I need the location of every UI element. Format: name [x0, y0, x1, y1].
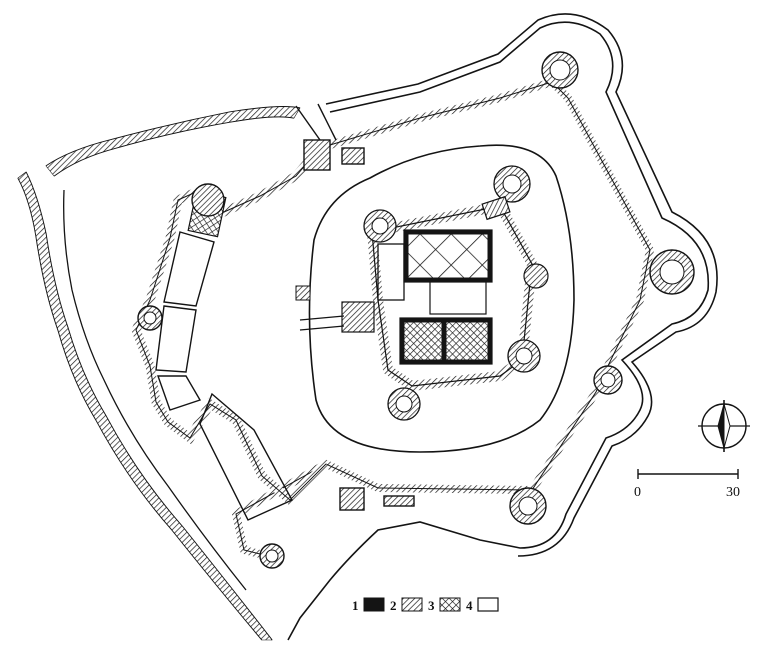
scale-end-label: 30 — [726, 485, 740, 500]
outer-towers — [137, 51, 695, 569]
legend-swatch-single-hatch — [401, 597, 423, 612]
north-arrow-icon — [698, 400, 750, 452]
legend-number-1: 1 — [352, 598, 359, 613]
inner-castle — [295, 165, 549, 421]
west-curtain-outline — [135, 147, 327, 501]
west-scarp-hatching — [17, 171, 273, 641]
scale-bar: 0 30 — [634, 469, 740, 500]
west-scarp — [17, 106, 301, 641]
legend: 1 2 3 4 — [352, 597, 499, 613]
great-hall-lattice — [407, 233, 489, 279]
legend-number-3: 3 — [428, 598, 435, 613]
west-range-rooms — [155, 231, 293, 521]
south-gatehouse — [339, 487, 415, 511]
legend-swatch-solid — [363, 597, 385, 612]
donjon-tower-e — [523, 263, 549, 289]
moat-counterscarp — [287, 13, 718, 641]
scale-start-label: 0 — [634, 485, 641, 500]
tower-nw — [191, 183, 225, 217]
north-scarp-hatching — [45, 106, 301, 177]
north-gatehouse — [295, 103, 365, 171]
legend-number-4: 4 — [466, 598, 473, 613]
legend-number-2: 2 — [390, 598, 397, 613]
inner-ditch-edge — [308, 144, 575, 453]
legend-swatch-blank — [477, 597, 499, 612]
west-curtain-wall — [131, 145, 330, 507]
south-hall-lattice — [403, 321, 443, 361]
inner-courtyard — [429, 281, 487, 315]
legend-swatch-cross-hatch — [439, 597, 461, 612]
